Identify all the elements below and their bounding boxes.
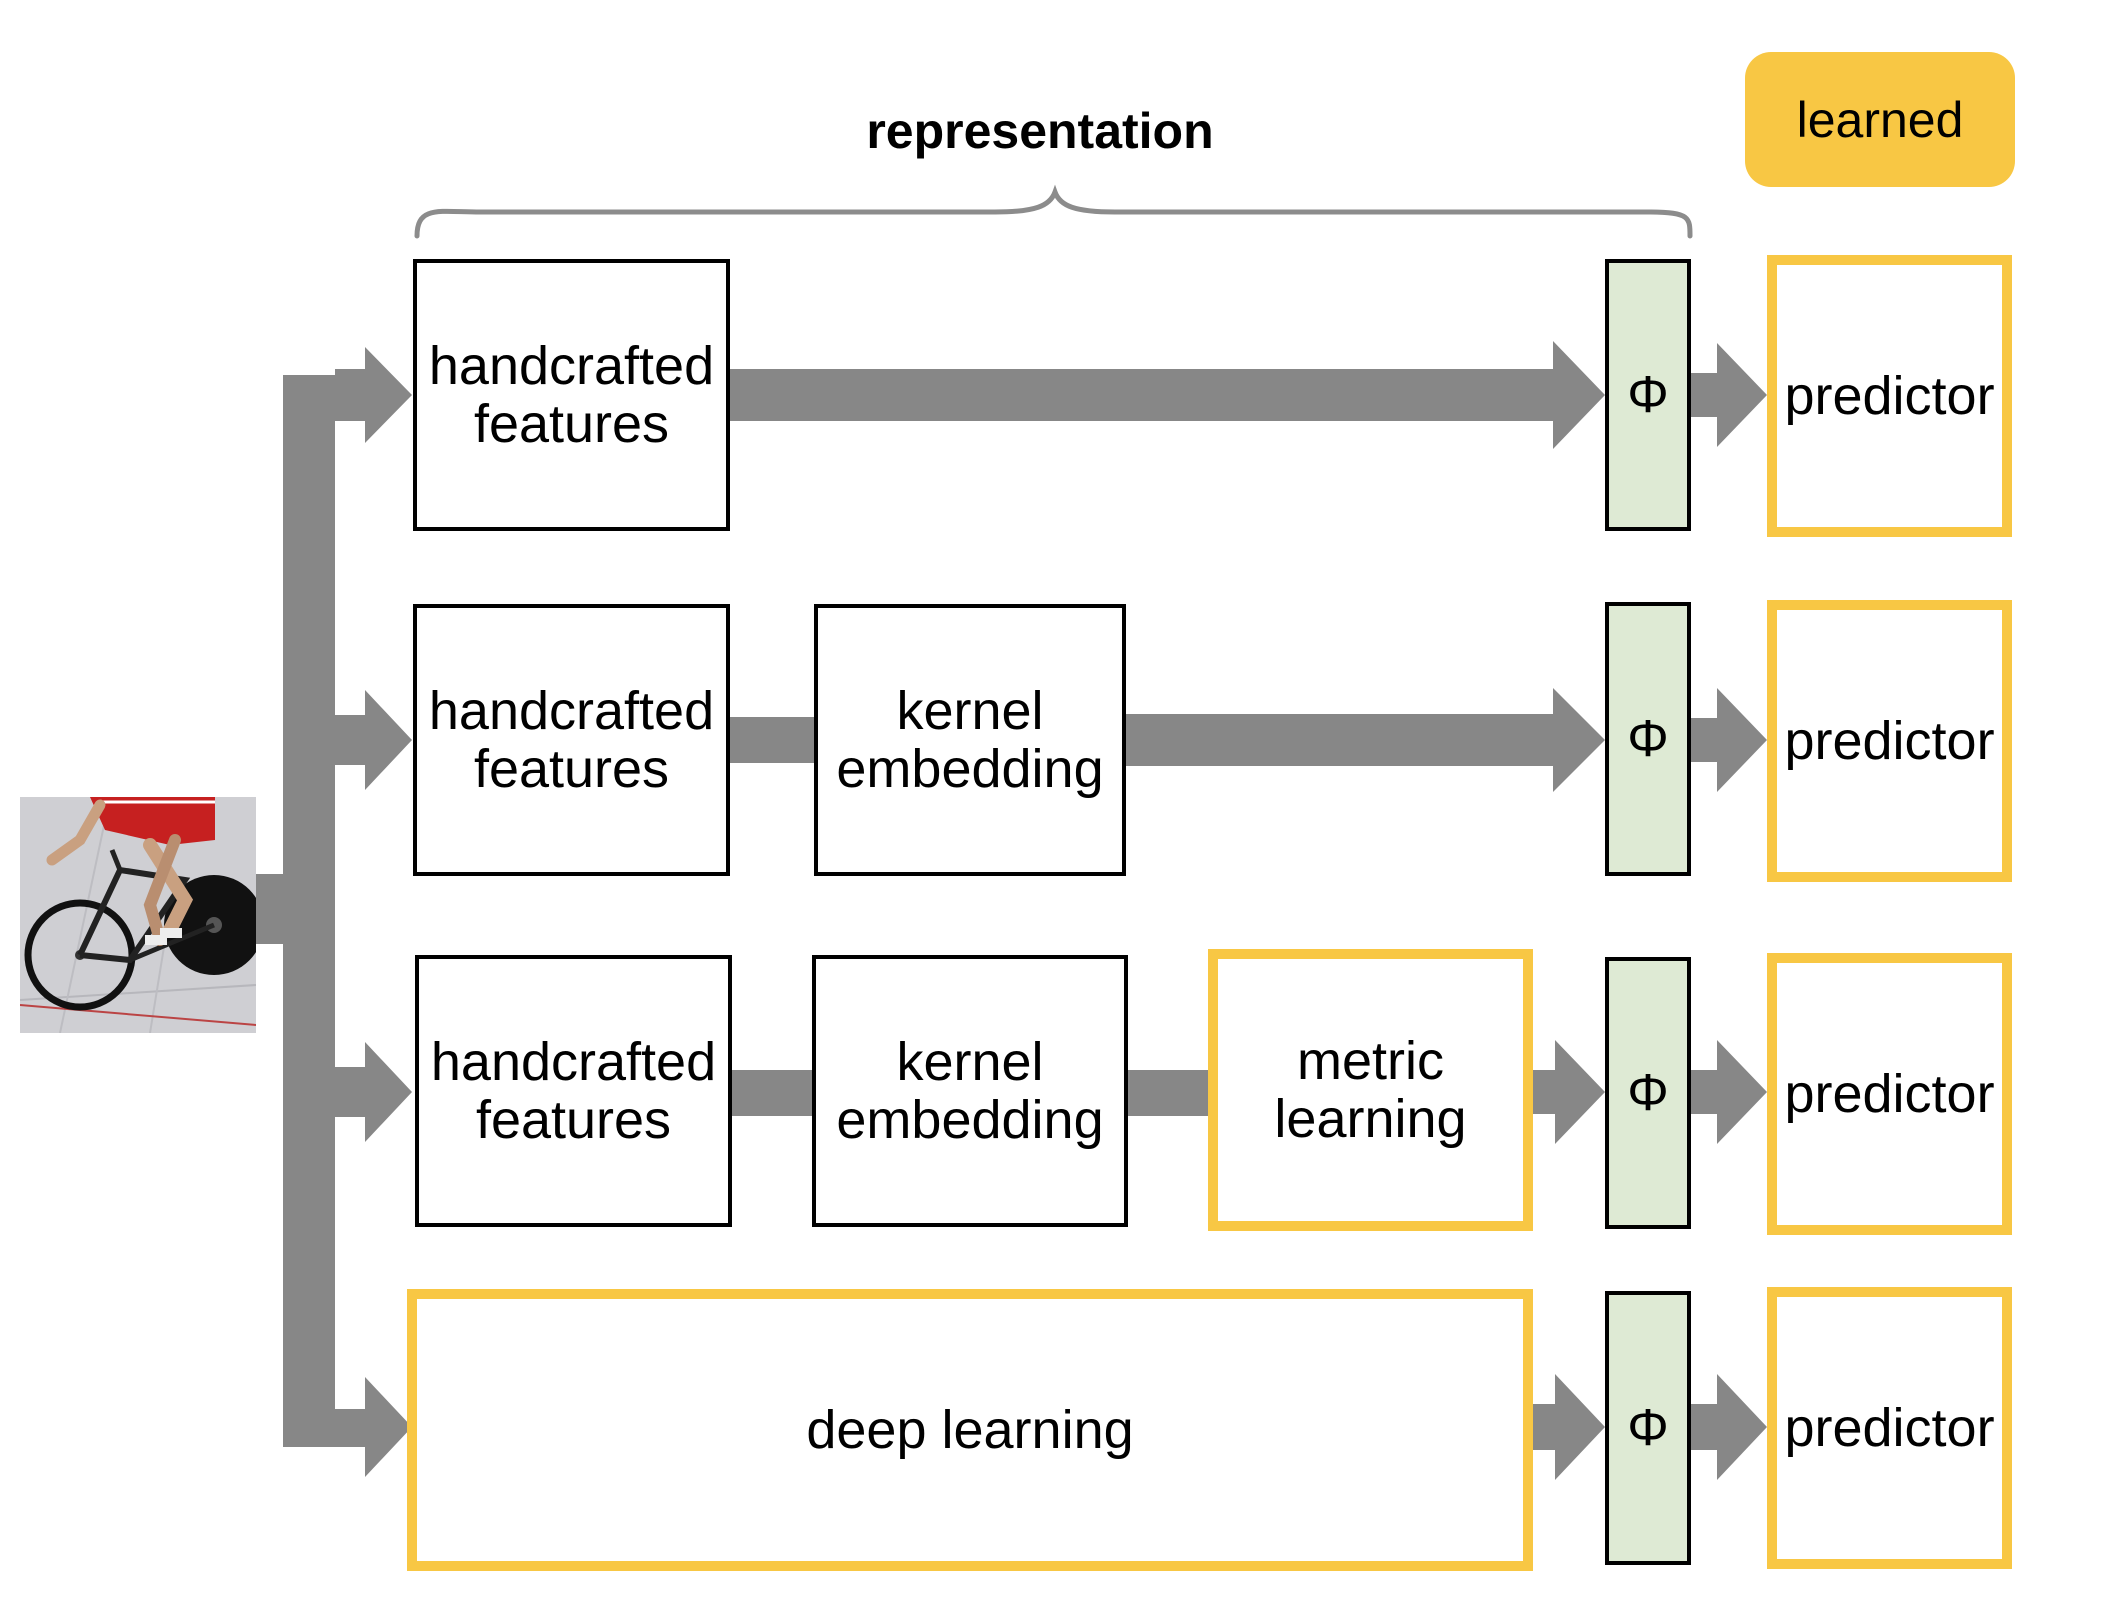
phi-box-row-2: Φ — [1605, 602, 1691, 876]
trunk-arrow-row-3 — [335, 1042, 412, 1142]
connector-row-3-b — [1128, 1070, 1208, 1116]
phi-box-row-3: Φ — [1605, 957, 1691, 1229]
connector-row-3-a — [732, 1070, 812, 1116]
handcrafted-features-box-row-3: handcrafted features — [415, 955, 732, 1227]
representation-label: representation — [866, 103, 1214, 159]
predictor-box-row-4: predictor — [1767, 1287, 2012, 1569]
arrow-row-1-to-phi — [730, 341, 1605, 449]
trunk-arrow-row-2 — [335, 690, 412, 790]
kernel-embedding-box-row-2: kernel embedding — [814, 604, 1126, 876]
representation-brace — [414, 184, 1693, 239]
cyclist-photo — [20, 797, 256, 1033]
learned-legend: learned — [1745, 52, 2015, 187]
arrow-row-2-to-predictor — [1691, 688, 1767, 792]
predictor-box-row-3: predictor — [1767, 953, 2012, 1235]
arrow-row-3-to-phi — [1530, 1040, 1605, 1144]
vertical-trunk — [283, 375, 335, 1441]
metric-learning-box-row-3: metric learning — [1208, 949, 1533, 1231]
phi-box-row-4: Φ — [1605, 1291, 1691, 1565]
arrow-row-3-to-predictor — [1691, 1040, 1767, 1144]
trunk-arrow-row-4 — [283, 1377, 412, 1477]
handcrafted-features-box-row-2: handcrafted features — [413, 604, 730, 876]
deep-learning-box: deep learning — [407, 1289, 1533, 1571]
kernel-embedding-box-row-3: kernel embedding — [812, 955, 1128, 1227]
phi-box-row-1: Φ — [1605, 259, 1691, 531]
arrow-row-1-to-predictor — [1691, 343, 1767, 447]
arrow-row-4-to-predictor — [1691, 1374, 1767, 1480]
connector-row-2-a — [730, 717, 814, 763]
arrow-row-4-to-phi — [1530, 1374, 1605, 1480]
arrow-row-2-to-phi — [1126, 688, 1605, 792]
trunk-arrow-row-1 — [335, 347, 412, 443]
handcrafted-features-box-row-1: handcrafted features — [413, 259, 730, 531]
predictor-box-row-2: predictor — [1767, 600, 2012, 882]
predictor-box-row-1: predictor — [1767, 255, 2012, 537]
